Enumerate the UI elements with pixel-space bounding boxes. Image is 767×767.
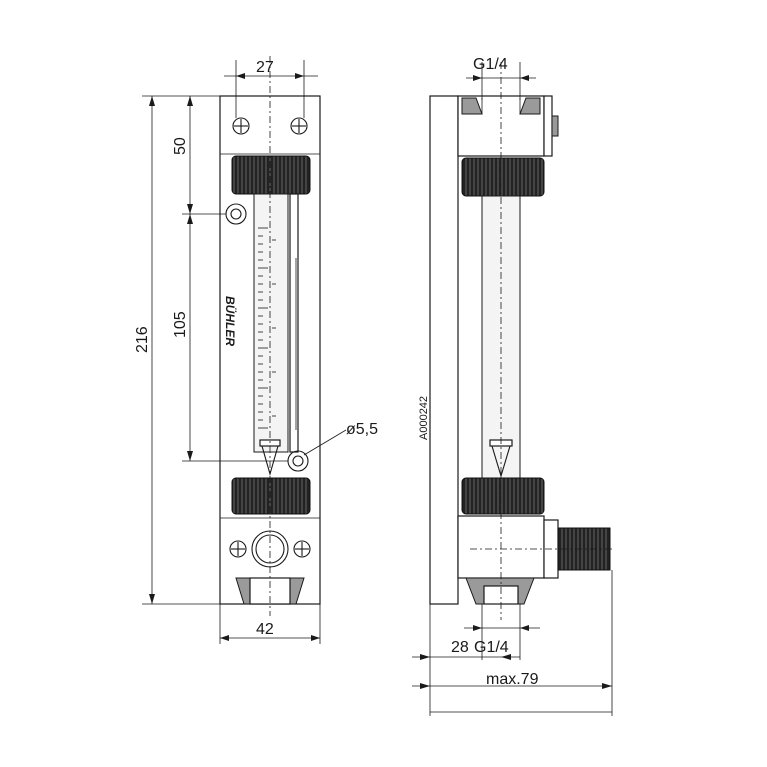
dim-height-216: 216 [134, 326, 151, 353]
dim-hole-diameter: ø5,5 [346, 421, 378, 438]
bottom-left-screw-icon [229, 540, 247, 558]
front-view: BÜHLER [219, 56, 321, 616]
front-bottom-knurled-nut [231, 477, 311, 515]
side-top-knurled-nut [461, 157, 545, 197]
buhler-logo: BÜHLER [223, 296, 238, 346]
dim-height-105: 105 [172, 311, 189, 338]
top-right-screw-icon [290, 117, 308, 135]
dim-thread-top: G1/4 [473, 56, 508, 73]
top-left-screw-icon [232, 117, 250, 135]
dim-height-50: 50 [172, 137, 189, 155]
front-dimensions: 27 216 50 105 ø5,5 42 [134, 59, 378, 644]
dim-width-42: 42 [256, 621, 274, 638]
side-bottom-knurled-nut [461, 477, 545, 515]
dim-depth-max: max.79 [486, 671, 539, 688]
front-glass-tube [253, 193, 289, 453]
drawing-number: A000242 [418, 396, 430, 440]
dim-depth-28: 28 [451, 639, 469, 656]
front-scale-ticks [258, 227, 276, 429]
front-top-knurled-nut [231, 155, 311, 195]
side-view: A000242 [418, 62, 612, 620]
side-backplate [429, 95, 459, 605]
dim-width-27: 27 [256, 59, 274, 76]
dim-thread-bottom: G1/4 [474, 639, 509, 656]
side-dimensions: G1/4 G1/4 28 max.79 [412, 56, 613, 716]
bottom-right-screw-icon [293, 540, 311, 558]
